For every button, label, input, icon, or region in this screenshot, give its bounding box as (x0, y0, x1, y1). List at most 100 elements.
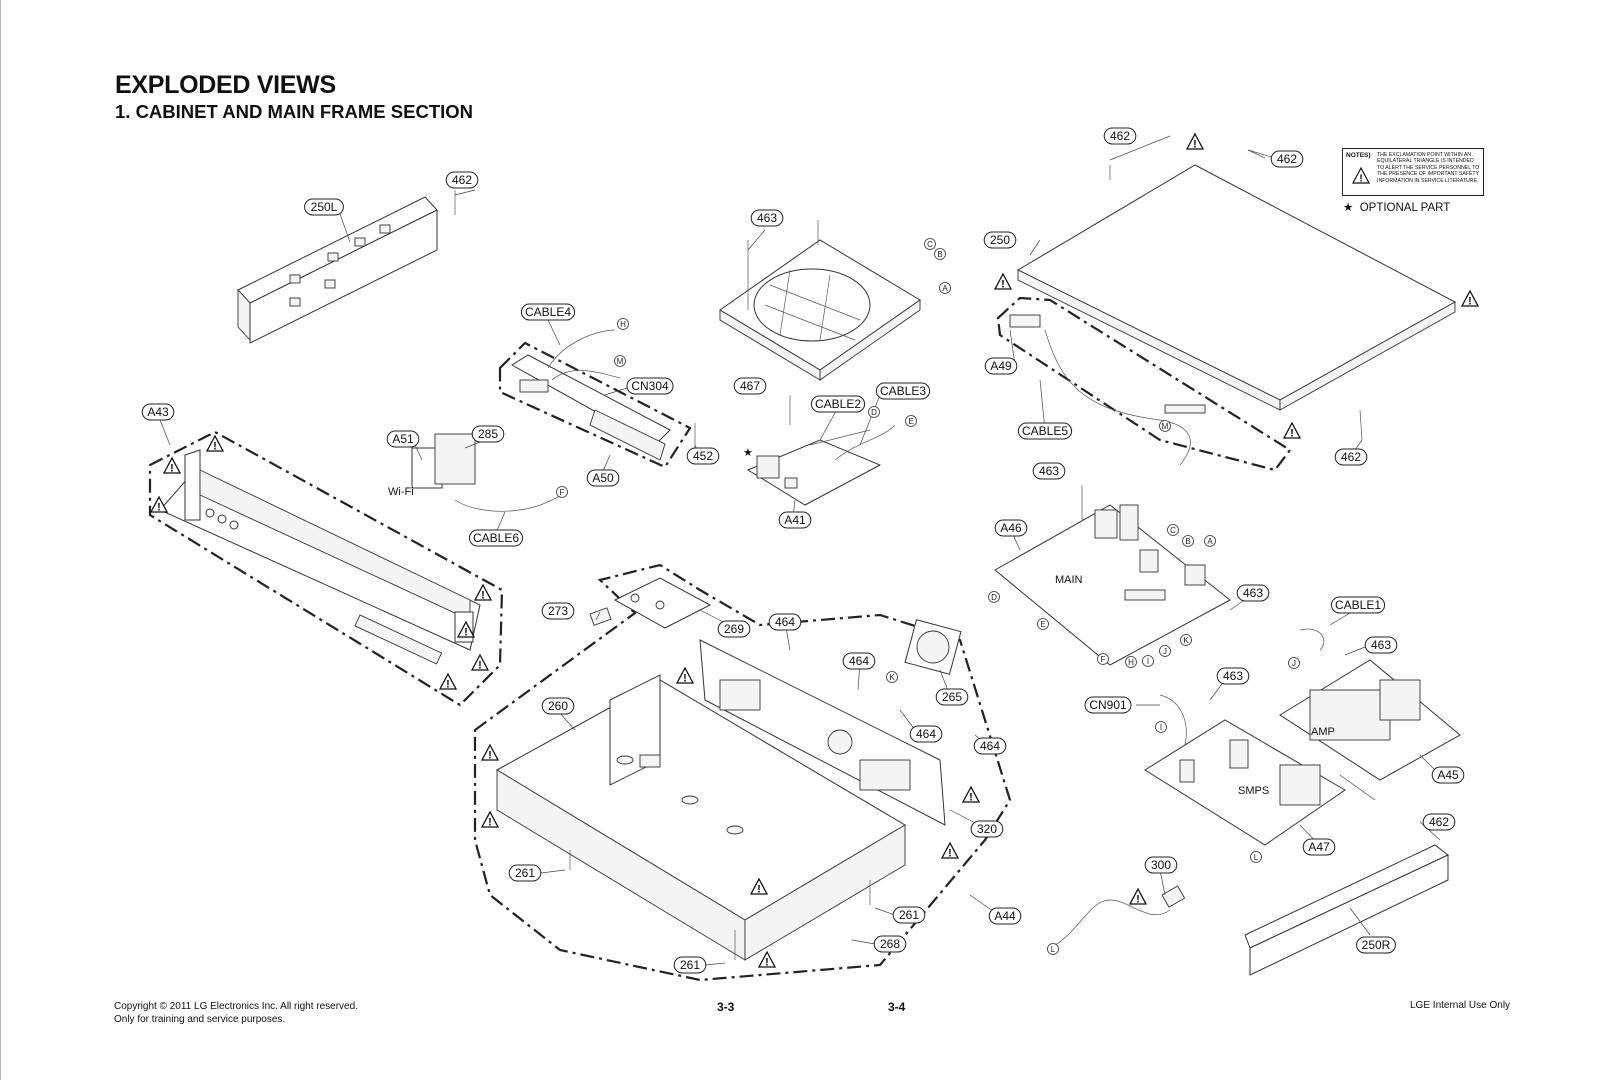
part-269-board (613, 577, 712, 629)
callout-260: 260 (541, 697, 575, 715)
callout-250: 250 (983, 231, 1017, 249)
callout-text: A41 (784, 513, 806, 527)
callout-oval (1032, 462, 1066, 480)
part-250r (1244, 844, 1449, 976)
warning-triangle-icon: ! (162, 456, 182, 475)
part-a45-amp (1279, 628, 1461, 781)
warning-triangle-icon: ! (470, 653, 490, 672)
callout-oval (1144, 856, 1178, 874)
svg-text:D: D (991, 593, 997, 602)
part-a43 (159, 449, 481, 665)
connector-a: A (1204, 535, 1216, 547)
part-320-rear-panel (699, 639, 946, 826)
callout-text: CN901 (1089, 698, 1127, 712)
callout-oval (778, 511, 812, 529)
callout-text: 250 (990, 233, 1010, 247)
notes-text: THE EXCLAMATION POINT WITHIN AN EQUILATE… (1377, 152, 1480, 184)
warning-triangle-icon: ! (480, 743, 500, 762)
svg-text:!: ! (1359, 174, 1362, 185)
connector-h: H (617, 318, 629, 330)
callout-oval (984, 357, 1018, 375)
svg-text:J: J (1163, 647, 1167, 656)
svg-text:I: I (1160, 723, 1162, 732)
part-250-top-cover (1016, 149, 1457, 441)
svg-text:C: C (927, 240, 933, 249)
connector-m: M (614, 355, 626, 367)
callout-cable5: CABLE5 (1017, 422, 1073, 440)
callout-250l: 250L (304, 198, 344, 216)
callout-oval (1330, 596, 1386, 614)
wifi-label: Wi-Fi (388, 486, 414, 498)
a44-boundary (473, 563, 1012, 982)
svg-text:!: ! (464, 627, 468, 639)
warning-triangle-icon: ! (961, 785, 981, 804)
connector-m: M (1159, 420, 1171, 432)
page-number-right: 3-4 (888, 1000, 906, 1014)
star-icon: ★ (1343, 202, 1354, 214)
part-a47-smps (1144, 694, 1346, 846)
connector-i: I (1142, 655, 1154, 667)
amp-label: AMP (1311, 726, 1335, 738)
callout-text: 285 (478, 427, 498, 441)
svg-text:!: ! (757, 884, 761, 896)
callout-text: CABLE6 (473, 531, 519, 545)
callout-text: CABLE3 (880, 384, 926, 398)
callout-cable2: CABLE2 (810, 395, 866, 413)
callout-261: 261 (673, 956, 707, 974)
connector-e: E (905, 415, 917, 427)
callout-oval (717, 620, 751, 638)
callout-text: 300 (1151, 858, 1171, 872)
warning-triangle-icon: ! (473, 583, 493, 602)
a49-boundary (996, 296, 1292, 472)
callout-oval (141, 403, 175, 421)
callout-oval (1017, 422, 1073, 440)
svg-text:F: F (560, 488, 565, 497)
warning-triangle-icon: ! (205, 434, 225, 453)
callout-text: 463 (1243, 586, 1263, 600)
warning-triangle-icon: ! (1185, 132, 1205, 151)
callout-text: 464 (849, 654, 869, 668)
part-dvd-loader (719, 220, 921, 381)
callout-a44: A44 (988, 907, 1022, 925)
callout-320: 320 (970, 820, 1004, 838)
callout-oval (471, 425, 505, 443)
svg-text:K: K (1183, 636, 1189, 645)
callout-462: 462 (1334, 448, 1368, 466)
callout-text: 452 (693, 449, 713, 463)
a50-boundary (498, 341, 692, 469)
callout-464: 464 (909, 725, 943, 743)
callout-oval (520, 303, 576, 321)
callout-269: 269 (717, 620, 751, 638)
svg-text:!: ! (683, 673, 687, 685)
callout-text: 268 (880, 937, 900, 951)
callout-oval (1270, 150, 1304, 168)
callout-oval (909, 725, 943, 743)
callout-462: 462 (1422, 813, 1456, 831)
callout-oval (1216, 667, 1250, 685)
a43-boundary (148, 430, 504, 707)
warning-triangle-icon: ! (940, 841, 960, 860)
svg-text:H: H (620, 320, 626, 329)
svg-text:L: L (1051, 945, 1056, 954)
svg-text:!: ! (481, 590, 485, 602)
connector-d: D (988, 591, 1000, 603)
callout-462: 462 (1103, 127, 1137, 145)
svg-text:!: ! (969, 792, 973, 804)
callout-text: CABLE4 (525, 305, 571, 319)
copyright-text: Copyright © 2011 LG Electronics Inc. All… (114, 1001, 358, 1012)
callout-text: CN304 (631, 379, 669, 393)
main-label: MAIN (1055, 574, 1083, 586)
callout-cn901: CN901 (1084, 696, 1132, 714)
part-250l (237, 190, 456, 344)
callout-oval (1302, 838, 1336, 856)
callout-oval (445, 171, 479, 189)
callout-261: 261 (508, 864, 542, 882)
warning-triangle-icon: ! (749, 877, 769, 896)
callout-text: 261 (899, 908, 919, 922)
callout-oval (973, 737, 1007, 755)
callout-oval (468, 529, 524, 547)
callout-463: 463 (1236, 584, 1270, 602)
page-edge (0, 0, 1, 1080)
svg-text:B: B (937, 250, 942, 259)
